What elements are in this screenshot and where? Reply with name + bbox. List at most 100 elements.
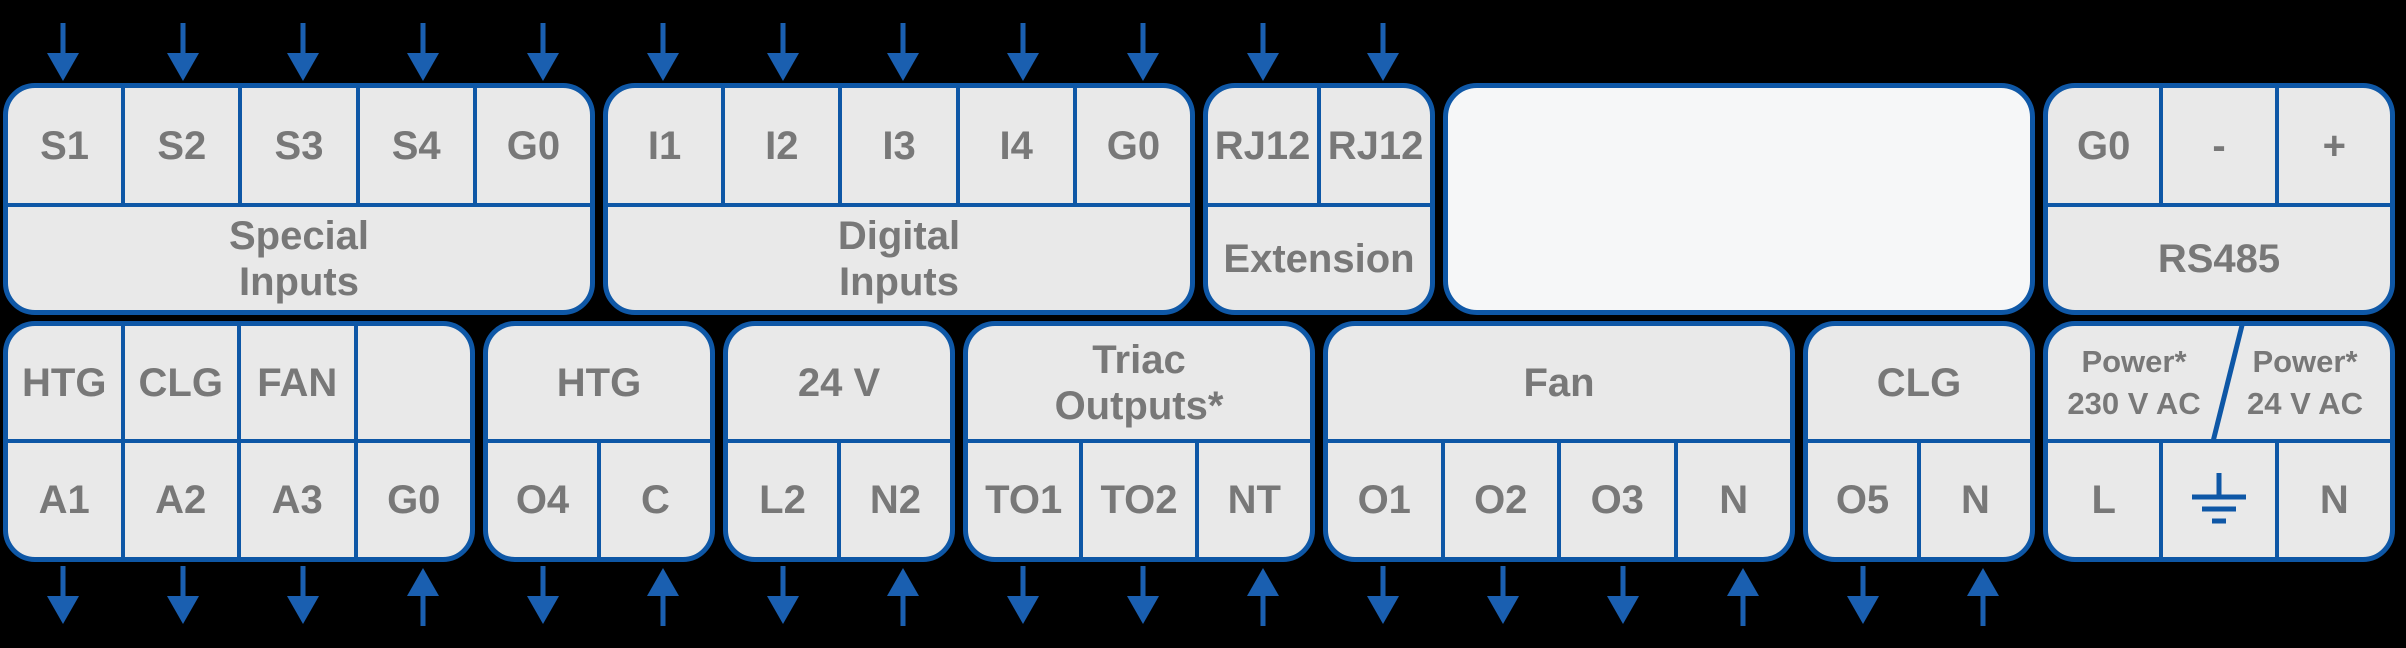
- arrow-down-icon: [283, 23, 323, 83]
- terminal-to1: TO1: [985, 478, 1063, 522]
- terminal-group-triac-outputs: Triac Outputs* TO1 TO2 NT: [963, 321, 1315, 562]
- arrow-down-icon: [643, 23, 683, 83]
- terminal-i1: I1: [647, 123, 682, 168]
- arrow-down-icon: [163, 566, 203, 626]
- arrow-down-icon: [283, 566, 323, 626]
- arrow-up-icon: [643, 566, 683, 626]
- arrow-down-icon: [883, 23, 923, 83]
- terminal-cells: L2 N2: [728, 443, 950, 557]
- arrow-down-icon: [1243, 23, 1283, 83]
- group-label-blank: [353, 326, 471, 439]
- arrow-down-icon: [1003, 566, 1043, 626]
- terminal-cells: G0 - +: [2048, 88, 2390, 207]
- terminal-s1: S1: [40, 123, 90, 168]
- terminal-o1: O1: [1357, 478, 1411, 522]
- terminal-cells: I1 I2 I3 I4 G0: [608, 88, 1190, 207]
- terminal-n: N: [1917, 443, 2030, 557]
- group-label-power-24v: Power* 24 V AC: [2246, 343, 2363, 421]
- arrow-up-icon: [883, 566, 923, 626]
- terminal-group-digital-inputs: I1 I2 I3 I4 G0 Digital Inputs: [603, 83, 1195, 315]
- group-label-fan: Fan: [1328, 326, 1790, 443]
- terminal-minus: -: [2159, 88, 2274, 203]
- arrow-down-icon: [43, 566, 83, 626]
- group-label-power: Power* 230 V AC Power* 24 V AC: [2048, 324, 2390, 443]
- terminal-n2: N2: [837, 443, 950, 557]
- terminal-plus: +: [2274, 88, 2390, 203]
- arrow-down-icon: [1363, 23, 1403, 83]
- arrow-down-icon: [1363, 566, 1403, 626]
- terminal-cells: RJ12 RJ12: [1208, 88, 1430, 207]
- terminal-g0: G0: [472, 88, 590, 203]
- arrow-down-icon: [1123, 23, 1163, 83]
- terminal-cells: O5 N: [1808, 443, 2030, 557]
- terminal-cells: O1 O2 O3 N: [1328, 443, 1790, 557]
- terminal-i3: I3: [838, 88, 955, 203]
- terminal-l2: L2: [759, 478, 806, 522]
- arrow-down-icon: [1123, 566, 1163, 626]
- arrow-down-icon: [1843, 566, 1883, 626]
- group-label-special-inputs: Special Inputs: [228, 213, 370, 304]
- terminal-a1: A1: [38, 478, 90, 522]
- terminal-group-fan: Fan O1 O2 O3 N: [1323, 321, 1795, 562]
- terminal-i2: I2: [721, 88, 838, 203]
- terminal-o4: O4: [515, 478, 570, 522]
- terminal-a3: A3: [237, 443, 354, 557]
- terminal-c: C: [597, 443, 710, 557]
- terminal-group-rs485: G0 - + RS485: [2043, 83, 2395, 315]
- terminal-nt: NT: [1194, 443, 1310, 557]
- group-label-extension: Extension: [1223, 236, 1415, 281]
- terminal-g0: G0: [1072, 88, 1190, 203]
- terminal-cells: A1 A2 A3 G0: [8, 443, 470, 557]
- terminal-n: N: [1673, 443, 1791, 557]
- terminal-s3: S3: [238, 88, 355, 203]
- group-label-power-230v: Power* 230 V AC: [2067, 343, 2201, 421]
- terminal-o5: O5: [1835, 478, 1890, 522]
- terminal-group-special-inputs: S1 S2 S3 S4 G0 Special Inputs: [3, 83, 595, 315]
- arrow-down-icon: [1003, 23, 1043, 83]
- terminal-earth: [2159, 443, 2274, 557]
- terminal-n: N: [2274, 443, 2390, 557]
- group-label-fan: FAN: [237, 326, 354, 439]
- terminal-group-htg-clg-fan: HTG CLG FAN A1 A2 A3 G0: [3, 321, 475, 562]
- arrow-up-icon: [1723, 566, 1763, 626]
- arrow-down-icon: [523, 23, 563, 83]
- group-label-rs485: RS485: [2157, 236, 2281, 281]
- terminal-rj12: RJ12: [1317, 88, 1430, 203]
- terminal-cells: S1 S2 S3 S4 G0: [8, 88, 590, 207]
- group-label-clg: CLG: [120, 326, 238, 439]
- group-label-row: HTG CLG FAN: [8, 326, 470, 443]
- arrow-down-icon: [523, 566, 563, 626]
- terminal-cells: L N: [2048, 443, 2390, 557]
- terminal-cells: TO1 TO2 NT: [968, 443, 1310, 557]
- arrow-up-icon: [403, 566, 443, 626]
- terminal-rj12: RJ12: [1214, 123, 1311, 168]
- terminal-o3: O3: [1557, 443, 1674, 557]
- terminal-a2: A2: [120, 443, 238, 557]
- blank-panel: [1443, 83, 2035, 315]
- terminal-to2: TO2: [1079, 443, 1194, 557]
- terminal-o2: O2: [1440, 443, 1558, 557]
- terminal-group-htg: HTG O4 C: [483, 321, 715, 562]
- terminal-g0: G0: [2076, 123, 2131, 168]
- arrow-down-icon: [403, 23, 443, 83]
- terminal-g0: G0: [353, 443, 471, 557]
- group-label-triac-outputs: Triac Outputs*: [968, 326, 1310, 443]
- terminal-cells: O4 C: [488, 443, 710, 557]
- arrow-down-icon: [1483, 566, 1523, 626]
- group-label-24v: 24 V: [728, 326, 950, 443]
- arrow-down-icon: [763, 23, 803, 83]
- terminal-s4: S4: [355, 88, 473, 203]
- terminal-group-24v: 24 V L2 N2: [723, 321, 955, 562]
- earth-ground-icon: [2187, 471, 2251, 529]
- terminal-group-clg: CLG O5 N: [1803, 321, 2035, 562]
- arrow-up-icon: [1243, 566, 1283, 626]
- terminal-group-power: Power* 230 V AC Power* 24 V AC L N: [2043, 321, 2395, 562]
- group-label-clg: CLG: [1808, 326, 2030, 443]
- terminal-s2: S2: [121, 88, 238, 203]
- arrow-down-icon: [1603, 566, 1643, 626]
- terminal-group-extension: RJ12 RJ12 Extension: [1203, 83, 1435, 315]
- arrow-down-icon: [43, 23, 83, 83]
- terminal-i4: I4: [955, 88, 1073, 203]
- group-label-htg: HTG: [488, 326, 710, 443]
